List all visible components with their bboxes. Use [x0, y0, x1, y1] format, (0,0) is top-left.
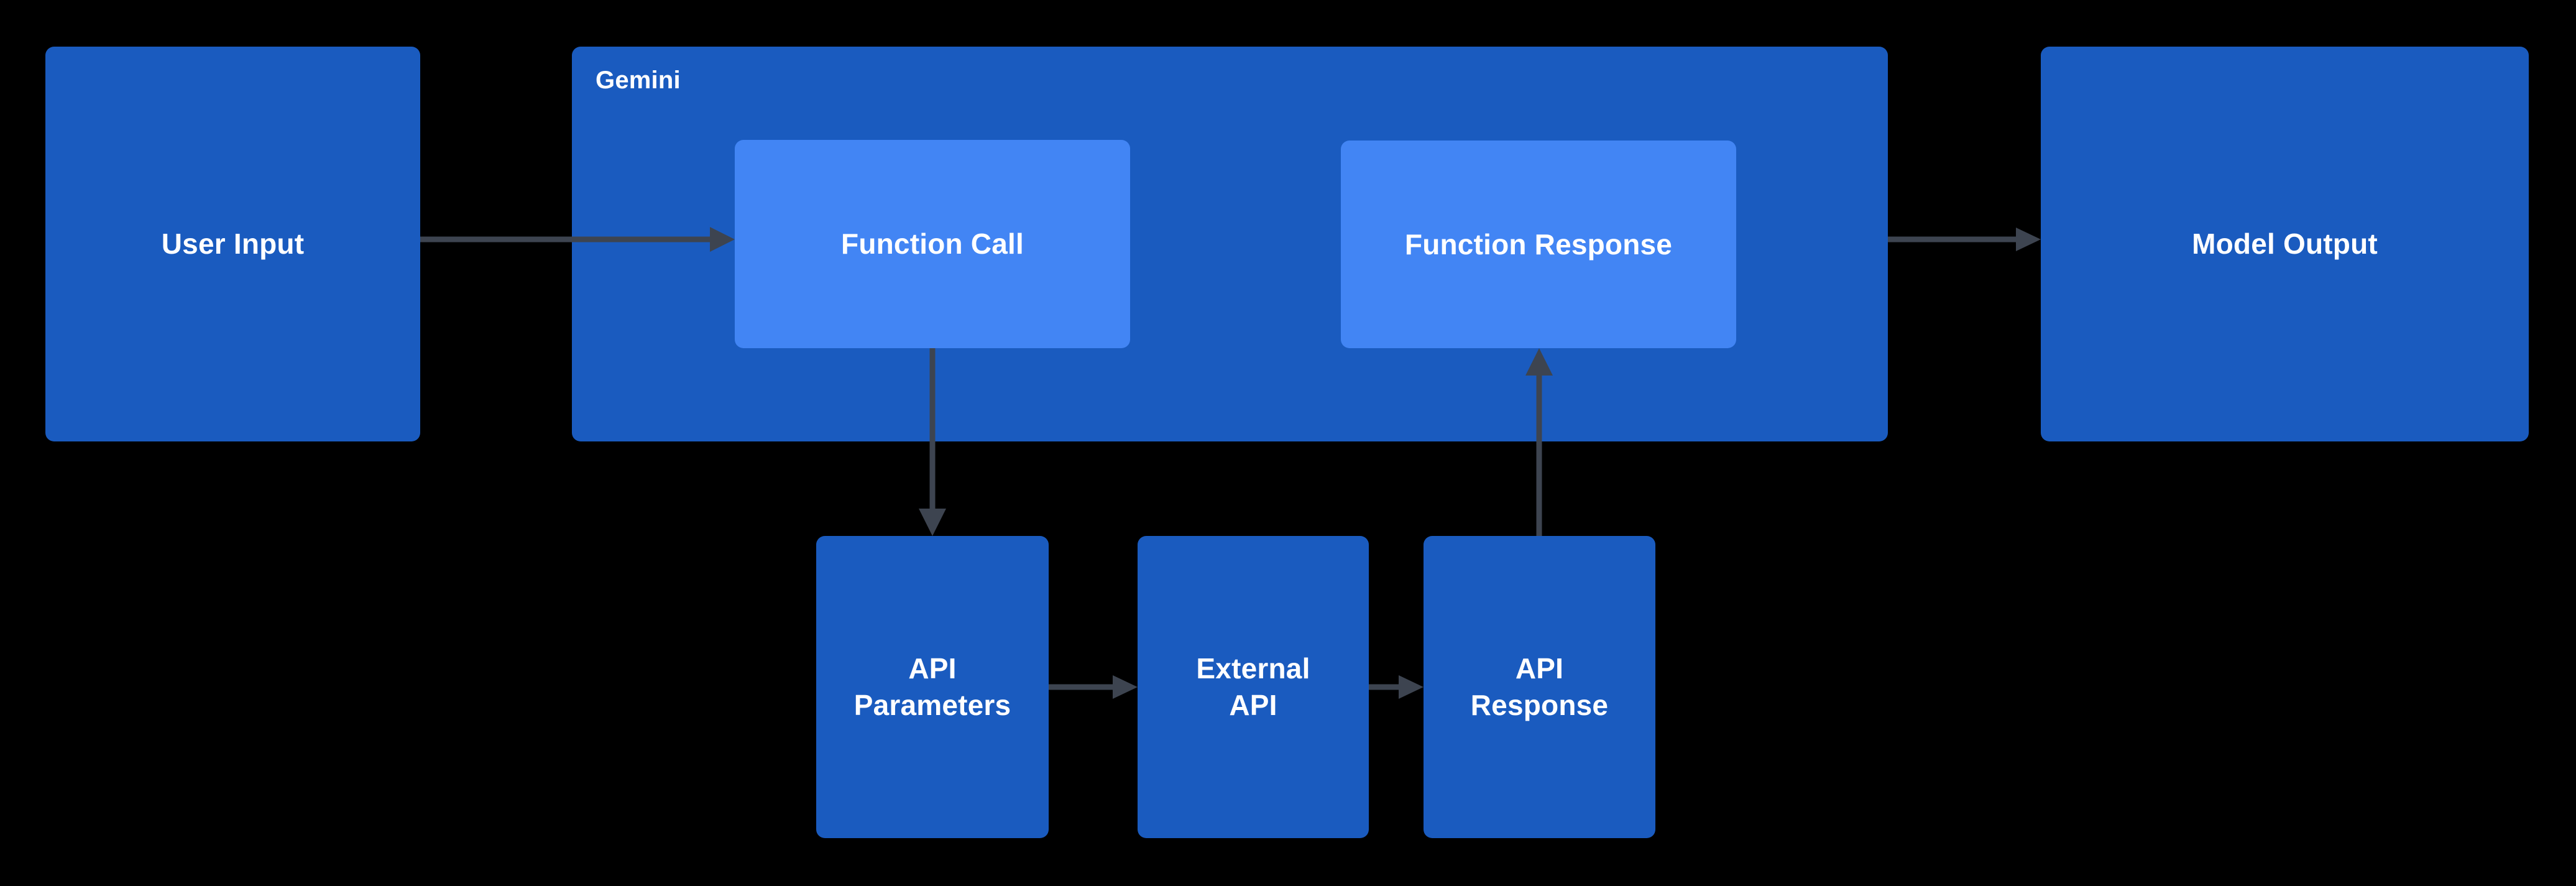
edge-function-call-to-api-parameters — [919, 348, 946, 536]
edge-external-api-to-api-response — [1369, 675, 1424, 699]
edge-api-response-to-function-response — [1525, 348, 1553, 536]
node-user-input[interactable]: User Input — [45, 47, 420, 441]
node-function-call[interactable]: Function Call — [735, 140, 1130, 348]
edge-function-response-to-model-output — [1888, 228, 2041, 251]
node-model-output-label: Model Output — [2192, 228, 2378, 261]
node-api-response-label: API Response — [1470, 652, 1609, 721]
node-api-parameters-label: API Parameters — [853, 652, 1011, 721]
edge-user-input-to-function-call — [420, 227, 735, 252]
node-function-response[interactable]: Function Response — [1341, 141, 1736, 348]
node-api-response[interactable]: API Response — [1424, 536, 1655, 838]
node-function-call-label: Function Call — [841, 228, 1024, 261]
node-user-input-label: User Input — [161, 228, 305, 261]
node-api-parameters[interactable]: API Parameters — [816, 536, 1049, 838]
cluster-gemini-label: Gemini — [596, 67, 681, 94]
node-external-api-label: External API — [1196, 652, 1310, 721]
node-external-api[interactable]: External API — [1138, 536, 1369, 838]
node-function-response-label: Function Response — [1404, 228, 1673, 261]
edge-api-parameters-to-external-api — [1049, 675, 1138, 699]
node-model-output[interactable]: Model Output — [2041, 47, 2529, 441]
